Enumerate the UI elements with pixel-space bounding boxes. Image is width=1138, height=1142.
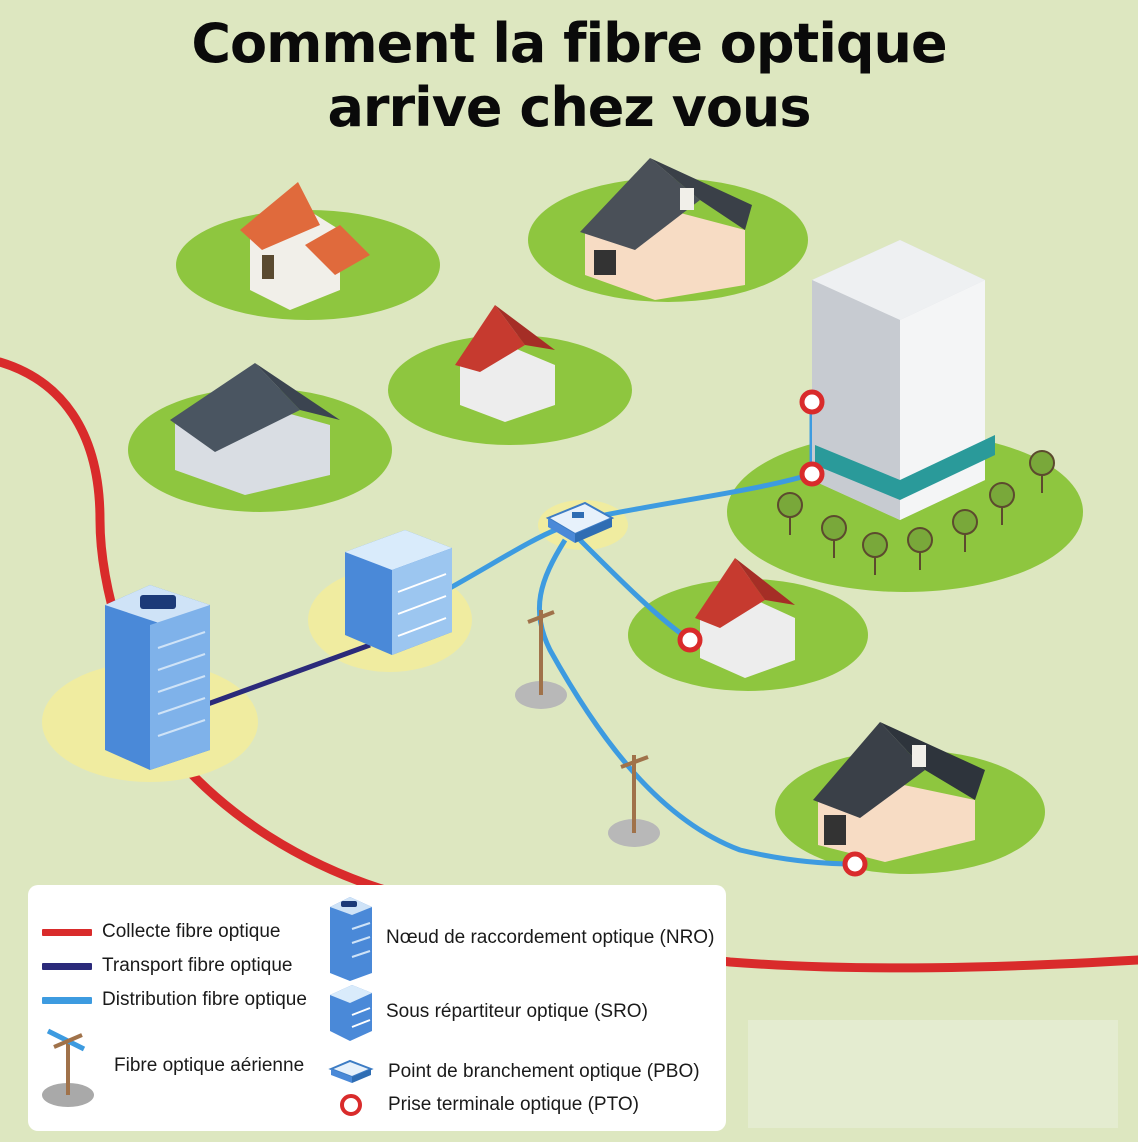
legend-pto: Prise terminale optique (PTO) [338,1092,639,1118]
junction-box-icon [328,1059,374,1083]
terminal-outlet-ring-icon [340,1094,362,1116]
legend-nro-label: Nœud de raccordement optique (NRO) [386,927,715,948]
title-line-2: arrive chez vous [327,76,811,139]
page-title: Comment la fibre optique arrive chez vou… [0,12,1138,140]
legend-pbo-label: Point de branchement optique (PBO) [388,1061,700,1082]
legend-distribution-label: Distribution fibre optique [102,989,307,1010]
title-line-1: Comment la fibre optique [191,12,947,75]
distribution-swatch [42,996,92,1004]
legend-collecte-label: Collecte fibre optique [102,921,281,942]
legend: Collecte fibre optique Transport fibre o… [28,885,726,1131]
legend-transport-label: Transport fibre optique [102,955,293,976]
collecte-line [0,357,1138,973]
house-3 [455,305,555,422]
house-1 [240,182,370,310]
utility-pole-icon [42,1028,94,1107]
apartment-building [812,240,995,520]
pbo-box [545,501,615,543]
legend-aerienne-label: Fibre optique aérienne [114,1055,305,1076]
legend-sro-label: Sous répartiteur optique (SRO) [386,1001,648,1022]
house-5 [695,558,795,678]
legend-distribution: Distribution fibre optique [42,989,307,1011]
house-6 [813,722,985,862]
server-rack-tall-icon [330,897,372,981]
server-rack-short-icon [330,985,372,1041]
transport-line [204,642,371,708]
utility-pole-1 [515,610,567,709]
legend-pto-label: Prise terminale optique (PTO) [388,1094,639,1115]
legend-nro: Nœud de raccordement optique (NRO) [326,893,714,983]
utility-pole-2 [608,755,660,847]
house-4 [170,363,340,495]
legend-pbo: Point de branchement optique (PBO) [328,1057,700,1087]
house-2 [580,158,752,300]
legend-collecte: Collecte fibre optique [42,921,281,943]
sro-rack [345,530,452,655]
pto-rings [677,389,868,877]
transport-swatch [42,962,92,970]
legend-sro: Sous répartiteur optique (SRO) [326,981,648,1043]
trees [777,450,1055,575]
legend-transport: Transport fibre optique [42,955,292,977]
collecte-swatch [42,928,92,936]
nro-rack [105,585,210,770]
legend-aerienne: Fibre optique aérienne [40,1025,304,1107]
blank-panel [748,1020,1118,1128]
